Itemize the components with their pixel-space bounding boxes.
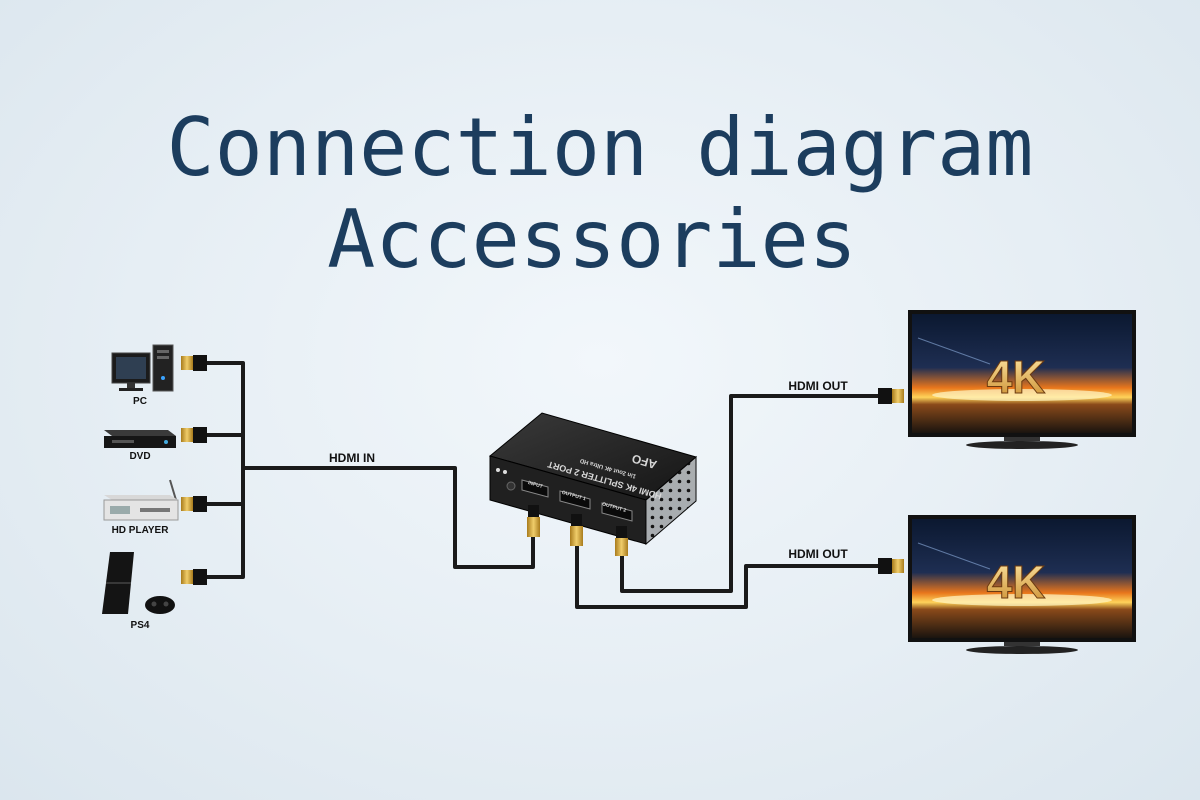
cable-network xyxy=(205,361,880,609)
title-line-2: Accessories xyxy=(327,193,857,286)
source-label-pc: PC xyxy=(133,396,147,407)
source-label-hd-player: HD PLAYER xyxy=(112,525,170,536)
splitter-connectors xyxy=(527,505,628,556)
dvd-player-icon xyxy=(104,430,176,448)
tv-1-4k-badge: 4K xyxy=(987,351,1046,403)
cable-hdmi-out-1 xyxy=(575,545,880,609)
hd-player-icon xyxy=(103,479,179,521)
title-line-1: Connection diagram xyxy=(166,101,1034,194)
source-label-dvd: DVD xyxy=(129,451,150,462)
port-input-label: INPUT xyxy=(527,480,543,490)
hdmi-in-label: HDMI IN xyxy=(329,451,375,465)
cable-pc xyxy=(205,361,245,468)
hdmi-out-2-label: HDMI OUT xyxy=(788,547,848,561)
cable-hdmi-out-2 xyxy=(620,394,880,593)
tv-2-4k-badge: 4K xyxy=(987,556,1046,608)
splitter-brand: AFO xyxy=(630,451,658,471)
cable-ps4 xyxy=(205,468,245,579)
tv-icon: 4K xyxy=(908,515,1136,654)
pc-icon xyxy=(111,344,174,392)
source-label-ps4: PS4 xyxy=(131,620,150,631)
tv-icon: 4K xyxy=(908,310,1136,449)
source-connectors xyxy=(181,355,207,585)
hdmi-out-1-label: HDMI OUT xyxy=(788,379,848,393)
ps4-console-icon xyxy=(102,552,175,614)
cable-hdmi-in xyxy=(243,466,535,569)
hdmi-splitter xyxy=(488,412,698,546)
display-connectors xyxy=(878,388,904,574)
